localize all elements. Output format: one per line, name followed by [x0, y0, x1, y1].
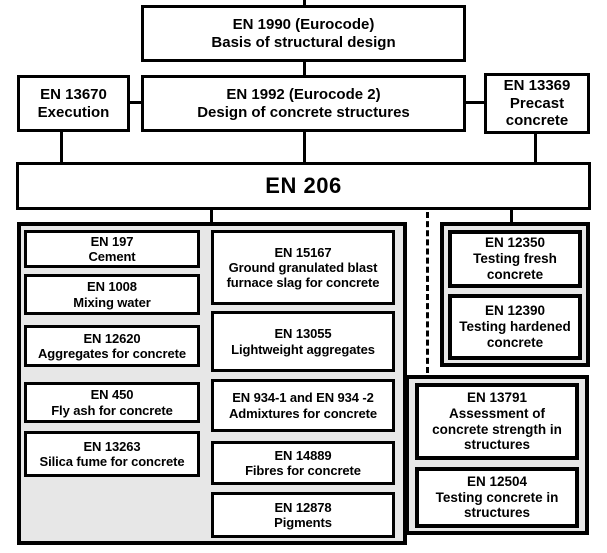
node-en1990-title: Basis of structural design [211, 33, 396, 51]
connector-en13670-en1992 [128, 101, 143, 104]
node-en13670: EN 13670 Execution [17, 75, 130, 132]
node-en13055: EN 13055 Lightweight aggregates [211, 311, 395, 372]
node-en450: EN 450 Fly ash for concrete [24, 382, 200, 423]
node-en13263-code: EN 13263 [83, 438, 141, 454]
connector-en206-materials-group [210, 208, 213, 224]
node-en13055-title: Lightweight aggregates [231, 341, 375, 357]
connector-en1992-en206 [303, 130, 306, 164]
connector-en13670-en206 [60, 130, 63, 164]
testing-top-group: EN 12350 Testing fresh concrete EN 12390… [440, 222, 590, 367]
connector-en1992-en13369 [464, 101, 486, 104]
node-en13055-code: EN 13055 [274, 326, 332, 342]
node-en197: EN 197 Cement [24, 230, 200, 268]
node-en12350-title: Testing fresh concrete [473, 251, 557, 282]
node-en197-title: Cement [88, 249, 136, 264]
node-en934: EN 934-1 and EN 934 -2 Admixtures for co… [211, 379, 395, 432]
node-en206-code: EN 206 [265, 173, 342, 199]
node-en14889: EN 14889 Fibres for concrete [211, 441, 395, 485]
node-en1992-code: EN 1992 (Eurocode 2) [226, 85, 381, 103]
node-en934-title: Admixtures for concrete [229, 405, 377, 421]
node-en14889-code: EN 14889 [274, 447, 332, 463]
node-en12620-code: EN 12620 [83, 330, 141, 346]
node-en14889-title: Fibres for concrete [245, 463, 361, 478]
node-en1008-title: Mixing water [73, 294, 151, 310]
node-en12878-code: EN 12878 [274, 499, 332, 515]
connector-en1990-en1992 [303, 60, 306, 77]
node-en13670-title: Execution [37, 103, 110, 121]
node-en197-code: EN 197 [90, 233, 134, 249]
node-en12504: EN 12504 Testing concrete in structures [415, 467, 579, 528]
node-en12620: EN 12620 Aggregates for concrete [24, 325, 200, 367]
node-en450-title: Fly ash for concrete [51, 402, 173, 418]
node-en12878-title: Pigments [274, 515, 332, 530]
node-en12878: EN 12878 Pigments [211, 492, 395, 538]
node-en13263: EN 13263 Silica fume for concrete [24, 431, 200, 477]
node-en13670-code: EN 13670 [40, 85, 107, 103]
node-en12350-code: EN 12350 [484, 235, 546, 251]
connector-en206-testing-group [510, 208, 513, 224]
node-en1992: EN 1992 (Eurocode 2) Design of concrete … [141, 75, 466, 132]
node-en13369: EN 13369 Precast concrete [484, 73, 590, 134]
node-en12350: EN 12350 Testing fresh concrete [448, 230, 582, 288]
node-en12390: EN 12390 Testing hardened concrete [448, 294, 582, 360]
node-en13791-code: EN 13791 [466, 389, 528, 405]
node-en13791-title: Assessment of concrete strength in struc… [432, 405, 562, 453]
node-en1990: EN 1990 (Eurocode) Basis of structural d… [141, 5, 466, 62]
connector-en13369-en206 [534, 132, 537, 164]
node-en13791: EN 13791 Assessment of concrete strength… [415, 383, 579, 460]
node-en13369-code: EN 13369 [503, 76, 571, 94]
node-en12504-code: EN 12504 [466, 473, 528, 489]
node-en15167-title: Ground granulated blast furnace slag for… [226, 259, 380, 291]
node-en13369-title: Precast concrete [505, 94, 569, 130]
node-en450-code: EN 450 [90, 387, 134, 403]
node-en12390-title: Testing hardened concrete [459, 319, 571, 350]
node-en12620-title: Aggregates for concrete [38, 346, 186, 361]
materials-group: EN 197 Cement EN 1008 Mixing water EN 12… [17, 222, 407, 545]
connector-topedge-en1990 [303, 0, 306, 8]
node-en15167: EN 15167 Ground granulated blast furnace… [211, 230, 395, 305]
node-en206: EN 206 [16, 162, 591, 210]
node-en12504-title: Testing concrete in structures [435, 489, 559, 521]
dashed-divider-line [426, 212, 429, 373]
node-en934-code: EN 934-1 and EN 934 -2 [232, 390, 374, 406]
testing-bottom-group: EN 13791 Assessment of concrete strength… [405, 375, 589, 535]
node-en1990-code: EN 1990 (Eurocode) [232, 15, 375, 33]
node-en13263-title: Silica fume for concrete [39, 454, 185, 469]
node-en1008-code: EN 1008 [87, 279, 137, 295]
node-en12390-code: EN 12390 [484, 303, 546, 319]
node-en1992-title: Design of concrete structures [197, 103, 410, 121]
node-en1008: EN 1008 Mixing water [24, 274, 200, 315]
node-en15167-code: EN 15167 [274, 244, 332, 260]
